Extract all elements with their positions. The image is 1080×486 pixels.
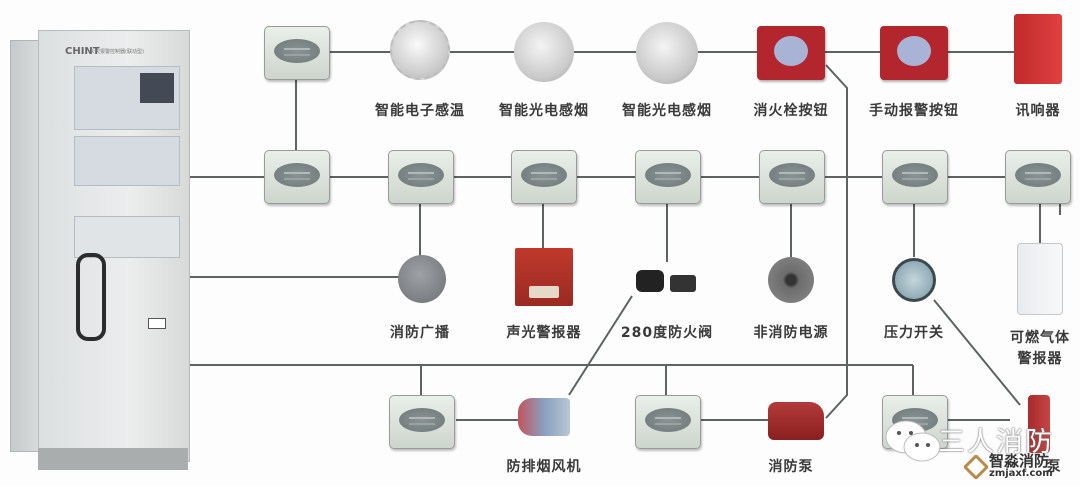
meter — [148, 318, 166, 329]
fire-pump-icon — [768, 402, 824, 440]
lcd-screen — [140, 73, 174, 103]
non-fire-power-label: 非消防电源 — [753, 325, 829, 341]
strobe-siren-label: 声光警报器 — [506, 325, 582, 341]
gas-detector-label-line2: 警报器 — [1017, 351, 1063, 367]
input-module — [264, 150, 330, 204]
heat-detector-icon — [390, 20, 450, 80]
fire-damper-label: 280度防火阀 — [620, 325, 714, 341]
hydrant-button-icon — [757, 26, 825, 80]
pa-speaker-icon — [398, 255, 446, 303]
io-module — [759, 150, 825, 204]
hydrant-button-label: 消火栓按钮 — [753, 103, 829, 119]
smoke-detector-label: 智能光电感烟 — [622, 103, 712, 119]
pressure-switch-icon — [892, 258, 936, 302]
sounder-label: 讯响器 — [1015, 103, 1061, 119]
manual-call-point-icon — [880, 26, 948, 80]
cabinet-base — [38, 448, 188, 470]
wechat-logo-icon — [885, 420, 941, 462]
smoke-exhaust-fan-label: 防排烟风机 — [506, 459, 582, 475]
cabinet-model: 火灾报警控制器(联动型) — [90, 49, 144, 55]
io-module — [388, 150, 454, 204]
input-module — [264, 26, 330, 80]
smoke-exhaust-fan-icon — [518, 398, 570, 436]
smoke-detector-label: 智能光电感烟 — [499, 103, 589, 119]
gas-detector-icon — [1017, 243, 1063, 315]
io-module — [1005, 150, 1071, 204]
wechat-account-name: 三人消防 — [938, 427, 1054, 458]
io-module — [635, 150, 701, 204]
sprinkler-pump-label: 泵 — [1046, 459, 1062, 475]
heat-detector-label: 智能电子感温 — [375, 103, 465, 119]
manual-call-point-label: 手动报警按钮 — [869, 103, 959, 119]
io-module — [635, 395, 701, 449]
control-panel — [74, 216, 180, 258]
fire-alarm-control-cabinet: CHINT 火灾报警控制器(联动型) — [10, 18, 190, 473]
non-fire-power-icon — [768, 257, 814, 303]
io-module — [389, 395, 455, 449]
cabinet-brand: CHINT — [65, 46, 100, 57]
io-module — [511, 150, 577, 204]
sprinkler-pump-icon — [1028, 395, 1050, 453]
smoke-detector-icon — [514, 22, 574, 82]
pa-speaker-label: 消防广播 — [390, 325, 450, 341]
fire-damper-icon — [636, 270, 696, 296]
smoke-detector-icon — [636, 22, 698, 84]
pressure-switch-label: 压力开关 — [884, 325, 944, 341]
fire-pump-label: 消防泵 — [768, 459, 814, 475]
microphone-handset — [76, 253, 106, 341]
indicator-panel — [74, 136, 180, 186]
gas-detector-label-line1: 可燃气体 — [1010, 330, 1070, 346]
site-url: zmjaxf.com — [989, 468, 1053, 479]
sounder-icon — [1014, 14, 1062, 84]
strobe-siren-icon — [515, 248, 573, 306]
io-module — [882, 150, 948, 204]
site-name: 智淼消防 — [989, 452, 1050, 470]
site-logo-icon — [964, 455, 988, 479]
